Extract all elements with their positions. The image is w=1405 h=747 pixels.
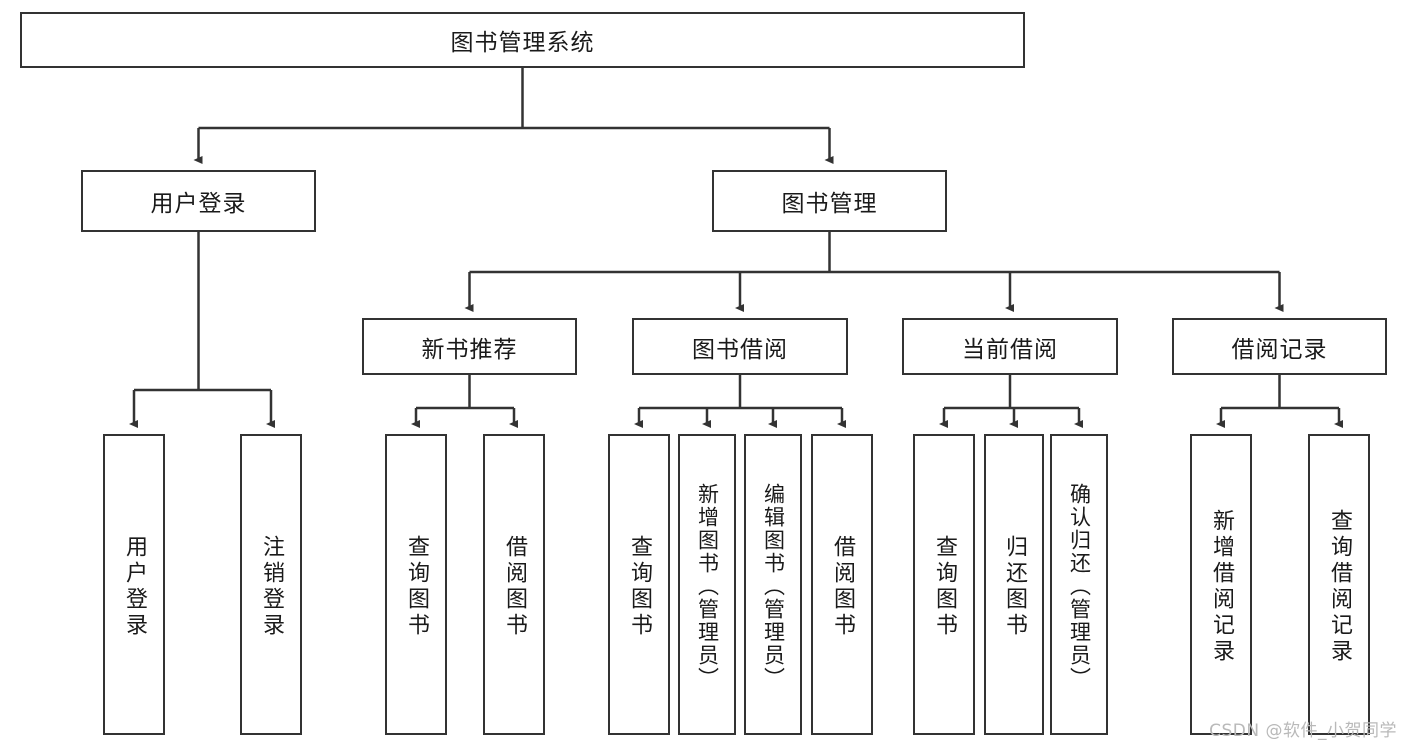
node-book-manage[interactable]: 图书管理 bbox=[712, 170, 947, 232]
node-leaf-confirm-return-admin[interactable]: 确认归还（管理员） bbox=[1050, 434, 1108, 735]
node-label: 图书管理 bbox=[781, 191, 878, 217]
node-leaf-return-book[interactable]: 归还图书 bbox=[984, 434, 1044, 735]
node-label: 确认归还（管理员） bbox=[1067, 483, 1092, 690]
node-leaf-query-borrow-record[interactable]: 查询借阅记录 bbox=[1308, 434, 1370, 735]
node-label: 用户登录 bbox=[122, 534, 147, 639]
node-label: 图书借阅 bbox=[692, 336, 788, 363]
node-label: 借阅图书 bbox=[830, 534, 855, 639]
node-borrow-record[interactable]: 借阅记录 bbox=[1172, 318, 1387, 375]
node-leaf-add-book-admin[interactable]: 新增图书（管理员） bbox=[678, 434, 736, 735]
node-leaf-borrow-book-bb[interactable]: 借阅图书 bbox=[811, 434, 873, 735]
node-label: 查询借阅记录 bbox=[1327, 508, 1352, 665]
node-label: 借阅记录 bbox=[1231, 336, 1328, 363]
node-label: 用户登录 bbox=[150, 191, 247, 217]
node-label: 图书管理系统 bbox=[450, 30, 595, 56]
node-label: 编辑图书（管理员） bbox=[761, 483, 786, 690]
node-root-system[interactable]: 图书管理系统 bbox=[20, 12, 1025, 68]
node-leaf-user-logout[interactable]: 注销登录 bbox=[240, 434, 302, 735]
node-leaf-add-borrow-record[interactable]: 新增借阅记录 bbox=[1190, 434, 1252, 735]
node-book-borrow[interactable]: 图书借阅 bbox=[632, 318, 848, 375]
connectors bbox=[129, 68, 1343, 428]
node-new-book-rec[interactable]: 新书推荐 bbox=[362, 318, 577, 375]
node-label: 归还图书 bbox=[1002, 534, 1027, 639]
node-label: 查询图书 bbox=[932, 534, 957, 639]
node-label: 查询图书 bbox=[404, 534, 429, 639]
node-current-borrow[interactable]: 当前借阅 bbox=[902, 318, 1118, 375]
node-label: 新书推荐 bbox=[421, 336, 518, 363]
node-label: 注销登录 bbox=[259, 534, 284, 639]
node-leaf-query-book-cb[interactable]: 查询图书 bbox=[913, 434, 975, 735]
watermark-label: CSDN @软件_小贺同学 bbox=[1209, 721, 1397, 741]
node-label: 借阅图书 bbox=[502, 534, 527, 639]
node-label: 新增图书（管理员） bbox=[695, 483, 720, 690]
node-user-login[interactable]: 用户登录 bbox=[81, 170, 316, 232]
node-label: 当前借阅 bbox=[962, 336, 1058, 363]
node-leaf-query-book-rec[interactable]: 查询图书 bbox=[385, 434, 447, 735]
node-label: 新增借阅记录 bbox=[1209, 508, 1234, 665]
node-label: 查询图书 bbox=[627, 534, 652, 639]
node-leaf-query-book-bb[interactable]: 查询图书 bbox=[608, 434, 670, 735]
node-leaf-user-login[interactable]: 用户登录 bbox=[103, 434, 165, 735]
node-leaf-borrow-book-rec[interactable]: 借阅图书 bbox=[483, 434, 545, 735]
node-leaf-edit-book-admin[interactable]: 编辑图书（管理员） bbox=[744, 434, 802, 735]
